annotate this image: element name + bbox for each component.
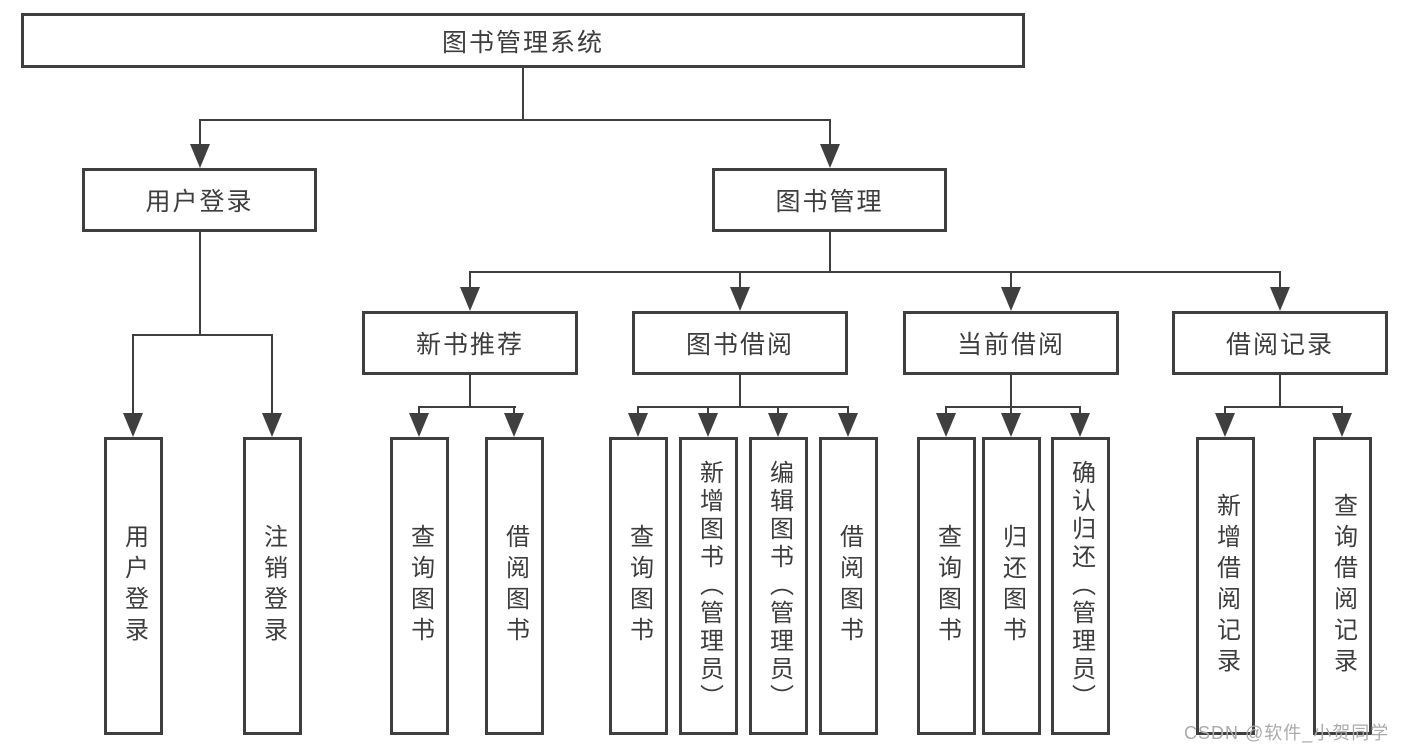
node-book-mgmt-label: 图书管理	[775, 188, 884, 216]
node-new-books: 新书推荐	[362, 311, 578, 375]
line	[132, 334, 134, 414]
node-leaf-bookborrow-query: 查询图书	[609, 437, 668, 735]
line	[199, 232, 201, 335]
line	[1079, 406, 1081, 415]
leaf-label: 归还图书	[998, 524, 1026, 648]
line	[847, 406, 849, 415]
node-leaf-records-query: 查询借阅记录	[1313, 437, 1372, 735]
node-leaf-bookborrow-edit: 编辑图书（管理员）	[749, 437, 808, 735]
line	[199, 119, 831, 121]
line	[829, 232, 831, 273]
line	[132, 334, 273, 336]
leaf-label: 查询借阅记录	[1329, 493, 1357, 679]
arrowhead-down-icon	[123, 413, 143, 437]
line	[271, 334, 273, 414]
node-borrow-records: 借阅记录	[1172, 311, 1388, 375]
arrowhead-down-icon	[820, 144, 840, 168]
arrowhead-down-icon	[698, 413, 718, 437]
line	[739, 375, 741, 407]
leaf-label: 查询图书	[933, 524, 961, 648]
arrowhead-down-icon	[768, 413, 788, 437]
node-leaf-bookborrow-add: 新增图书（管理员）	[679, 437, 738, 735]
arrowhead-down-icon	[460, 287, 480, 311]
line	[637, 406, 639, 415]
node-leaf-newbooks-borrow: 借阅图书	[485, 437, 544, 735]
arrowhead-down-icon	[409, 413, 429, 437]
arrowhead-down-icon	[1332, 413, 1352, 437]
leaf-label: 借阅图书	[835, 524, 863, 648]
leaf-label: 新增借阅记录	[1212, 493, 1240, 679]
line	[418, 406, 420, 415]
node-leaf-currentborrow-return: 归还图书	[982, 437, 1041, 735]
line	[777, 406, 779, 415]
leaf-label: 借阅图书	[501, 524, 529, 648]
node-user-login: 用户登录	[82, 168, 317, 232]
line	[707, 406, 709, 415]
arrowhead-down-icon	[628, 413, 648, 437]
line	[469, 375, 471, 407]
line	[1010, 375, 1012, 407]
line	[945, 406, 1081, 408]
leaf-label: 用户登录	[120, 524, 148, 648]
node-borrow-records-label: 借阅记录	[1225, 331, 1334, 359]
node-leaf-newbooks-query: 查询图书	[390, 437, 449, 735]
line	[469, 271, 1281, 273]
line	[513, 406, 515, 415]
line	[418, 406, 516, 408]
node-leaf-currentborrow-query: 查询图书	[917, 437, 976, 735]
arrowhead-down-icon	[1215, 413, 1235, 437]
node-current-borrow-label: 当前借阅	[956, 331, 1065, 359]
node-book-mgmt: 图书管理	[712, 168, 947, 232]
line	[1279, 271, 1281, 289]
line	[945, 406, 947, 415]
line	[637, 406, 849, 408]
node-book-borrow: 图书借阅	[632, 311, 848, 375]
line	[1341, 406, 1343, 415]
leaf-label: 查询图书	[625, 524, 653, 648]
leaf-label: 编辑图书（管理员）	[765, 460, 793, 712]
line	[522, 68, 524, 120]
line	[1224, 406, 1343, 408]
line	[1224, 406, 1226, 415]
line	[469, 271, 471, 289]
node-leaf-logout: 注销登录	[243, 437, 302, 735]
arrowhead-down-icon	[262, 413, 282, 437]
node-new-books-label: 新书推荐	[415, 331, 524, 359]
node-root-label: 图书管理系统	[441, 28, 604, 57]
line	[1279, 375, 1281, 407]
arrowhead-down-icon	[190, 144, 210, 168]
arrowhead-down-icon	[838, 413, 858, 437]
arrowhead-down-icon	[504, 413, 524, 437]
node-leaf-currentborrow-confirm: 确认归还（管理员）	[1051, 437, 1110, 735]
arrowhead-down-icon	[1270, 287, 1290, 311]
line	[199, 119, 201, 146]
node-leaf-records-add: 新增借阅记录	[1196, 437, 1255, 735]
node-current-borrow: 当前借阅	[903, 311, 1119, 375]
line	[739, 271, 741, 289]
node-leaf-bookborrow-borrow: 借阅图书	[819, 437, 878, 735]
node-user-login-label: 用户登录	[145, 188, 254, 216]
arrowhead-down-icon	[730, 287, 750, 311]
leaf-label: 查询图书	[406, 524, 434, 648]
arrowhead-down-icon	[1001, 287, 1021, 311]
arrowhead-down-icon	[1070, 413, 1090, 437]
node-root: 图书管理系统	[21, 13, 1025, 68]
arrowhead-down-icon	[936, 413, 956, 437]
line	[829, 119, 831, 146]
arrowhead-down-icon	[1001, 413, 1021, 437]
node-book-borrow-label: 图书借阅	[685, 331, 794, 359]
watermark: CSDN @软件_小贺同学	[1184, 723, 1390, 743]
line	[1010, 271, 1012, 289]
leaf-label: 注销登录	[259, 524, 287, 648]
line	[1010, 406, 1012, 415]
leaf-label: 新增图书（管理员）	[695, 460, 723, 712]
leaf-label: 确认归还（管理员）	[1067, 460, 1095, 712]
node-leaf-user-login: 用户登录	[104, 437, 163, 735]
